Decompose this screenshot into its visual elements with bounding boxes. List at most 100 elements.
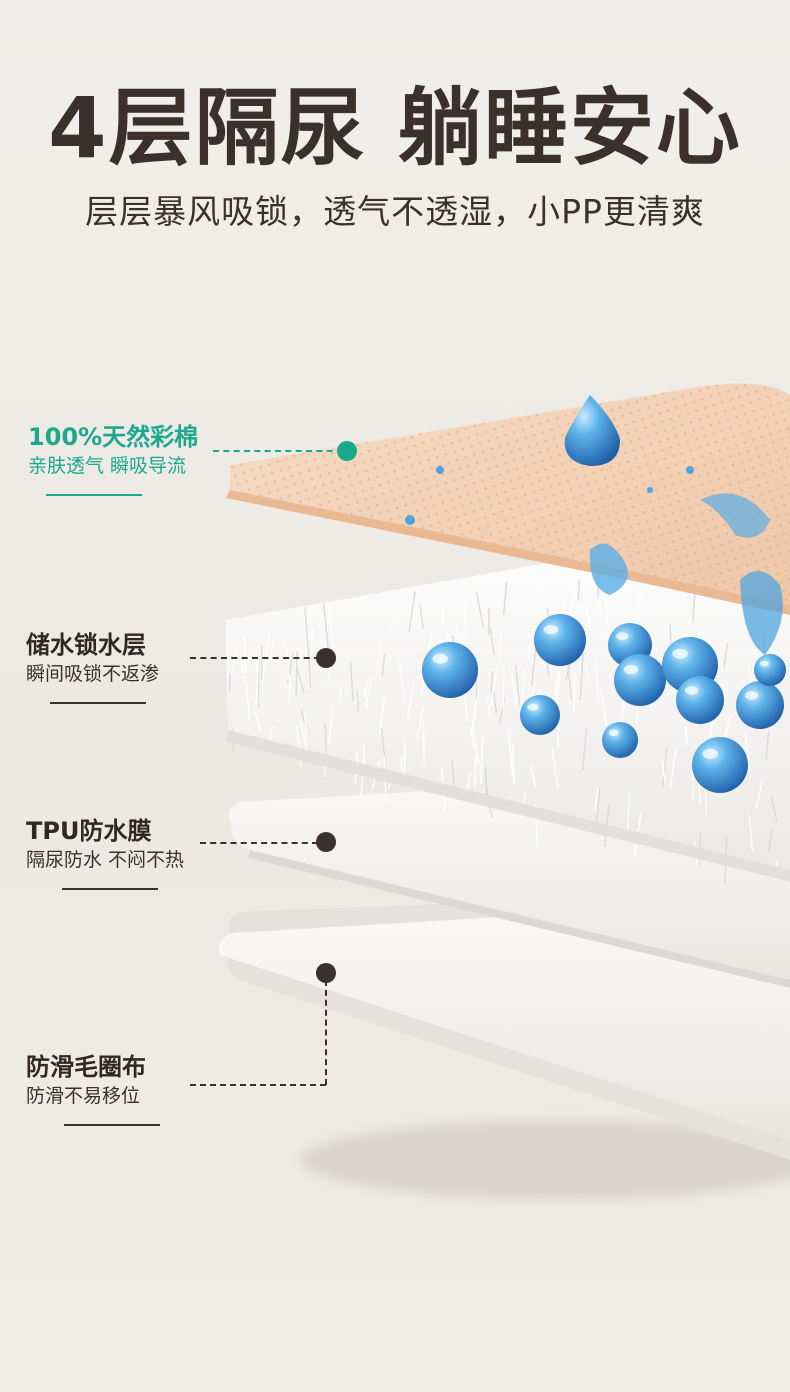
fiber-strand: [594, 658, 600, 701]
marker-dot-core: [316, 648, 336, 668]
layer-label-antislip: 防滑毛圈布 防滑不易移位: [26, 1052, 160, 1126]
fiber-strand: [510, 671, 518, 712]
label-underline: [46, 494, 142, 496]
fiber-strand: [490, 665, 499, 707]
fiber-strand: [356, 690, 360, 712]
fiber-strand: [744, 732, 751, 773]
fiber-strand: [519, 666, 527, 712]
fiber-strand: [484, 765, 488, 799]
bead-highlight: [684, 686, 699, 695]
layer-subtitle: 瞬间吸锁不返渗: [26, 663, 160, 685]
layer-cotton-top: [226, 383, 790, 615]
fiber-strand: [499, 627, 503, 662]
bead-highlight: [432, 653, 449, 664]
water-bead: [754, 654, 786, 686]
water-bead: [614, 654, 666, 706]
fiber-strand: [464, 693, 468, 721]
fiber-strand: [398, 659, 406, 699]
fiber-strand: [309, 628, 314, 662]
bead-highlight: [527, 703, 539, 711]
fiber-strand: [512, 744, 515, 787]
layer-title: TPU防水膜: [26, 817, 152, 845]
fiber-strand: [228, 673, 231, 692]
shadow: [300, 1120, 790, 1200]
fiber-strand: [403, 740, 406, 774]
fiber-strand: [317, 607, 326, 627]
water-beads: [422, 614, 786, 793]
fiber-strand: [475, 591, 484, 627]
fiber-strand: [527, 632, 532, 658]
fiber-strand: [253, 710, 262, 733]
fiber-strand: [338, 683, 343, 702]
bead-highlight: [759, 660, 769, 667]
fiber-strand: [296, 669, 305, 694]
fiber-strand: [748, 813, 754, 851]
fiber-strand: [381, 654, 386, 678]
bead-highlight: [744, 691, 759, 700]
bead-highlight: [672, 648, 689, 659]
fiber-strand: [556, 664, 561, 706]
fiber-strand: [287, 670, 293, 691]
fiber-strand: [474, 756, 477, 788]
fiber-strand: [583, 594, 591, 629]
fiber-strand: [579, 653, 584, 701]
fiber-strand: [605, 595, 608, 629]
water-bead: [520, 695, 560, 735]
fiber-strand: [593, 788, 599, 811]
fiber-strand: [661, 760, 666, 783]
water-bead: [692, 737, 748, 793]
fiber-strand: [240, 653, 244, 674]
water-bead: [676, 676, 724, 724]
fiber-strand: [463, 601, 467, 640]
fiber-strand: [263, 632, 271, 669]
fiber-strand: [243, 656, 246, 686]
fiber-strand: [242, 634, 248, 674]
fiber-strand: [669, 748, 677, 789]
label-underline: [64, 1124, 160, 1126]
layer-antislip-sheet: [218, 890, 790, 1160]
layer-subtitle: 防滑不易移位: [26, 1085, 141, 1107]
layer-absorbent-core: [225, 520, 790, 884]
water-splash: [405, 395, 783, 655]
fiber-strand: [767, 828, 773, 853]
fiber-strand: [307, 648, 312, 688]
fiber-strand: [470, 694, 479, 737]
water-bead: [602, 722, 638, 758]
fiber-strand: [584, 660, 591, 682]
fiber-strand: [299, 718, 307, 745]
fiber-strand: [598, 595, 603, 619]
fiber-strand: [507, 731, 514, 778]
layer-subtitle: 隔尿防水 不闷不热: [26, 849, 185, 871]
fiber-strand: [530, 644, 538, 687]
layer-subtitle: 亲肤透气 瞬吸导流: [28, 455, 187, 477]
fiber-strand: [530, 764, 537, 788]
layer-label-tpu: TPU防水膜 隔尿防水 不闷不热: [26, 816, 184, 890]
fiber-strand: [419, 605, 424, 629]
layer-title: 储水锁水层: [26, 631, 146, 659]
fiber-strand: [724, 714, 732, 739]
fiber-strand: [349, 661, 354, 702]
bead-highlight: [616, 632, 629, 641]
fiber-strand: [322, 602, 330, 651]
fiber-strand: [378, 695, 386, 735]
fiber-strand: [304, 607, 310, 652]
leader-line-antislip: [190, 1084, 326, 1086]
bead-highlight: [623, 664, 639, 675]
fiber-strand: [296, 725, 302, 768]
fiber-strand: [380, 727, 388, 775]
fiber-strand: [388, 612, 395, 637]
fiber-strand: [255, 657, 260, 705]
fiber-strand: [570, 583, 578, 611]
fiber-strand: [551, 748, 559, 789]
fiber-strand: [502, 582, 508, 615]
leader-line-tpu: [200, 842, 318, 844]
fiber-strand: [304, 709, 307, 757]
fiber-strand: [685, 726, 688, 746]
fiber-strand: [489, 628, 495, 655]
fiber-strand: [537, 569, 542, 599]
fiber-strand: [480, 763, 483, 785]
marker-dot-tpu: [316, 832, 336, 852]
layer-title: 防滑毛圈布: [26, 1053, 146, 1081]
fiber-strand: [245, 682, 251, 722]
fiber-strand: [692, 591, 696, 623]
